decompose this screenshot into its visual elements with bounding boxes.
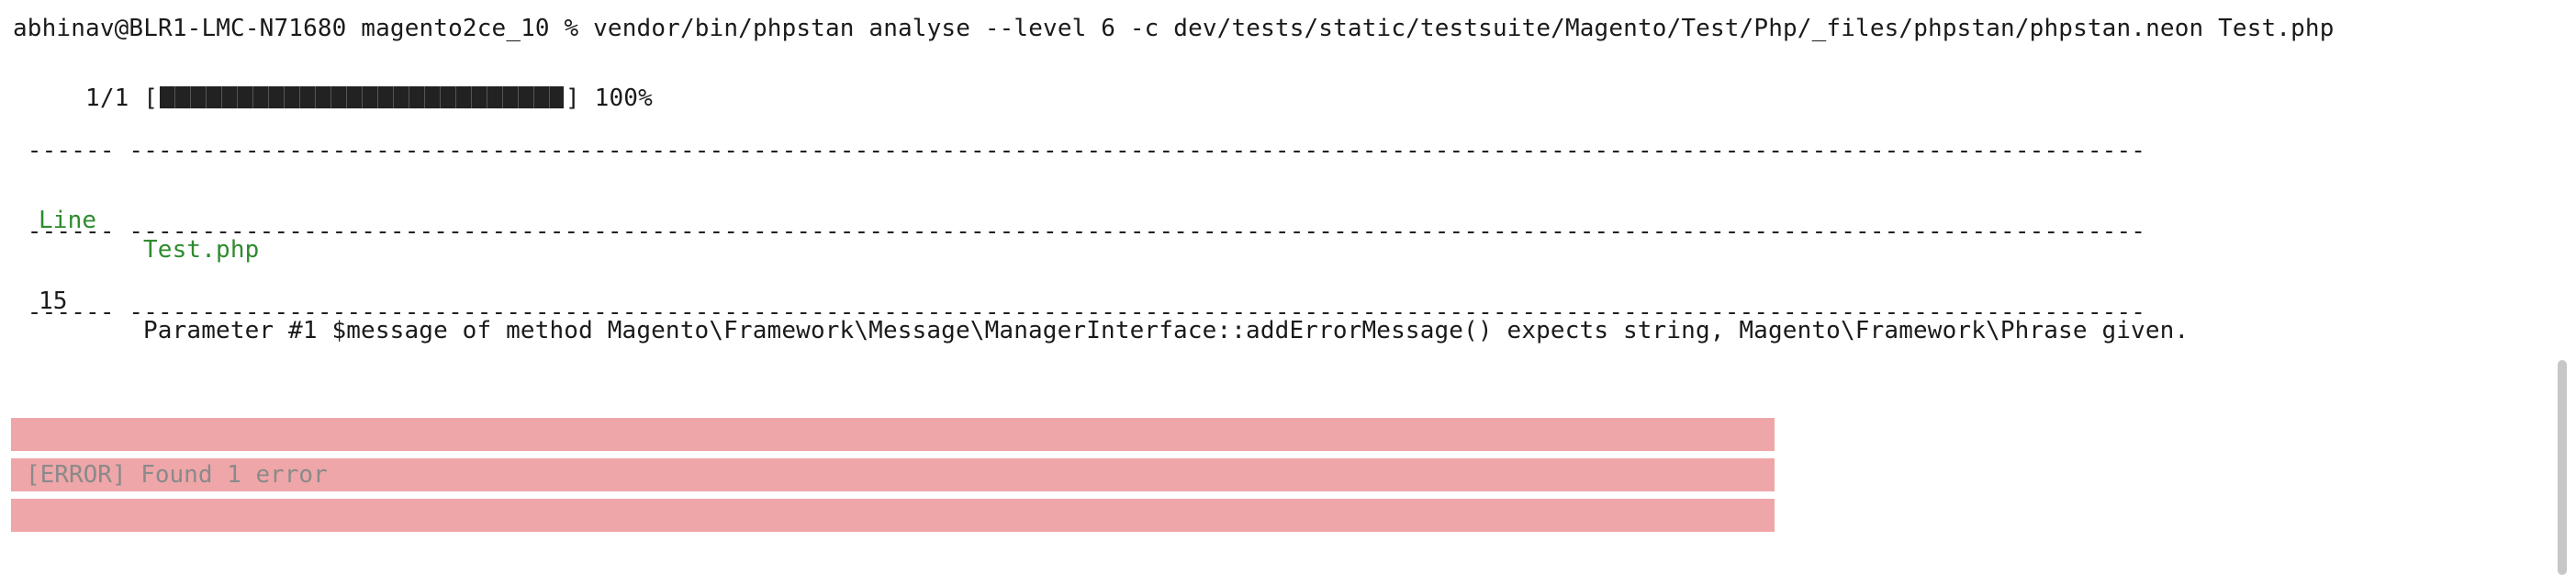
- error-banner: [ERROR] Found 1 error: [11, 458, 1775, 491]
- table-separator-bottom: ------ ---------------------------------…: [13, 299, 2146, 326]
- row-error-message: Parameter #1 $message of method Magento\…: [143, 317, 2190, 344]
- progress-line: 1/1 [ ] 100%: [13, 54, 653, 142]
- vertical-scrollbar[interactable]: [2545, 0, 2576, 575]
- scrollbar-thumb[interactable]: [2558, 360, 2567, 575]
- table-separator-top: ------ ---------------------------------…: [13, 137, 2146, 164]
- header-file-column: Test.php: [143, 236, 260, 264]
- error-banner-text: [ERROR] Found 1 error: [26, 461, 328, 489]
- table-header: Line Test.php: [13, 176, 259, 294]
- progress-bar: [158, 85, 566, 110]
- error-banner-top: [11, 418, 1775, 451]
- error-banner-bottom: [11, 499, 1775, 532]
- table-row: 15 Parameter #1 $message of method Magen…: [13, 257, 2189, 375]
- progress-prefix: 1/1 [: [71, 85, 159, 112]
- table-separator-middle: ------ ---------------------------------…: [13, 218, 2146, 245]
- command-line: abhinav@BLR1-LMC-N71680 magento2ce_10 % …: [13, 15, 2335, 42]
- progress-suffix: ] 100%: [566, 85, 653, 112]
- row-line-number: 15: [39, 288, 68, 315]
- header-line-column: Line: [39, 207, 97, 234]
